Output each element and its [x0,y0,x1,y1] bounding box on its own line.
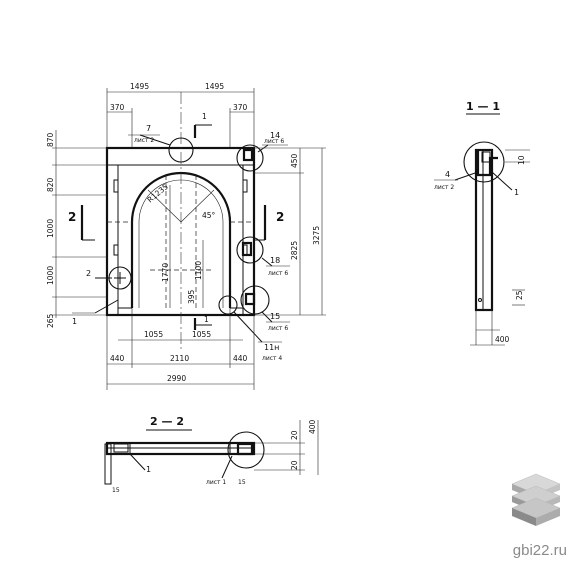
dim-left-870: 870 [46,132,55,147]
dims-bottom: 1055 1055 440 2110 440 2990 [106,308,255,390]
callout-14-sheet: лист 6 [264,138,284,145]
dim-left-1000-a: 1000 [46,219,55,238]
callout-7: 7 [146,124,151,133]
callout-11-sheet: лист 4 [262,355,282,362]
dim-right-450: 450 [290,153,299,168]
section-1-1: 1 — 1 400 25 10 4 лист 2 1 [434,100,530,346]
dim-top-1495-left: 1495 [130,82,149,91]
section-2-2: 2 — 2 20 400 20 1 15 лист 1 15 [104,415,319,494]
section-1-1-title: 1 — 1 [466,100,500,113]
sec1-top: 1 [202,112,207,121]
section-2-2-detail-circle [227,431,265,469]
dim-bottom-2110: 2110 [170,354,189,363]
section-1-1-detail-circle [463,141,505,183]
detail-circle-11 [218,295,238,315]
callouts: 7 лист 2 14 лист 6 18 лист 6 2 1 15 лист… [72,124,288,362]
dim-left-820: 820 [46,177,55,192]
height-1770: 1770 [161,263,170,282]
angle-label: 45° [202,211,216,220]
callout-7-sheet: лист 2 [134,137,154,144]
sec2-left: 2 [68,210,76,224]
dim-right-2825: 2825 [290,241,299,260]
dims-top: 1495 1495 370 370 [106,82,255,148]
sec2-sheet: лист 1 [206,479,226,486]
sec1-bottom: 1 [204,315,209,324]
detail-circle-14 [236,144,264,172]
sec2-dim-15: 15 [112,487,120,494]
callout-11: 11н [264,343,279,352]
section-2-marks: 2 2 [68,205,284,241]
dim-bottom-440-left: 440 [110,354,125,363]
sec2-right: 2 [276,210,284,224]
sec1-dim-25: 25 [515,290,524,300]
dims-left: 870 820 1000 1000 265 [46,130,107,328]
panel-outline [105,146,256,317]
sec1-dim-400: 400 [495,335,510,344]
callout-14: 14 [270,131,280,140]
dim-top-370-left: 370 [110,103,125,112]
sec1-dim-10: 10 [517,155,526,165]
dim-bottom-1055-right: 1055 [192,330,211,339]
section-2-2-title: 2 — 2 [150,415,184,428]
height-1100: 1100 [194,261,203,280]
dims-right: 450 2825 3275 [254,147,326,316]
dim-bottom-440-right: 440 [233,354,248,363]
section-1-marks: 1 1 [193,112,212,330]
watermark-text: gbi22.ru [512,542,567,559]
callout-18-sheet: лист 6 [268,270,288,277]
sec1-callout-4-sheet: лист 2 [434,184,454,191]
detail-circle-top [168,137,194,163]
dim-left-265: 265 [46,313,55,328]
sec2-callout-1: 1 [146,465,151,474]
height-395: 395 [187,289,196,304]
callout-2: 2 [86,269,91,278]
callout-1: 1 [72,317,77,326]
dim-top-370-right: 370 [233,103,248,112]
sec2-dim-20-a: 20 [290,430,299,440]
sec1-callout-1: 1 [514,188,519,197]
main-elevation: R1235 45° 1770 1100 395 [72,92,290,350]
detail-circle-18 [236,236,264,264]
callout-18: 18 [270,256,280,265]
logo-stack-icon [511,473,561,526]
dim-bottom-1055-left: 1055 [144,330,163,339]
callout-15: 15 [270,312,280,321]
callout-15-sheet: лист 6 [268,325,288,332]
sec2-dim-400: 400 [308,419,317,434]
sec2-dim-20-b: 20 [290,460,299,470]
dim-top-1495-right: 1495 [205,82,224,91]
sec2-callout-15: 15 [238,479,246,486]
sec1-callout-4: 4 [445,170,450,179]
dim-right-3275: 3275 [312,226,321,245]
dim-left-1000-b: 1000 [46,266,55,285]
detail-circle-15 [240,285,270,315]
dim-bottom-2990: 2990 [167,374,186,383]
